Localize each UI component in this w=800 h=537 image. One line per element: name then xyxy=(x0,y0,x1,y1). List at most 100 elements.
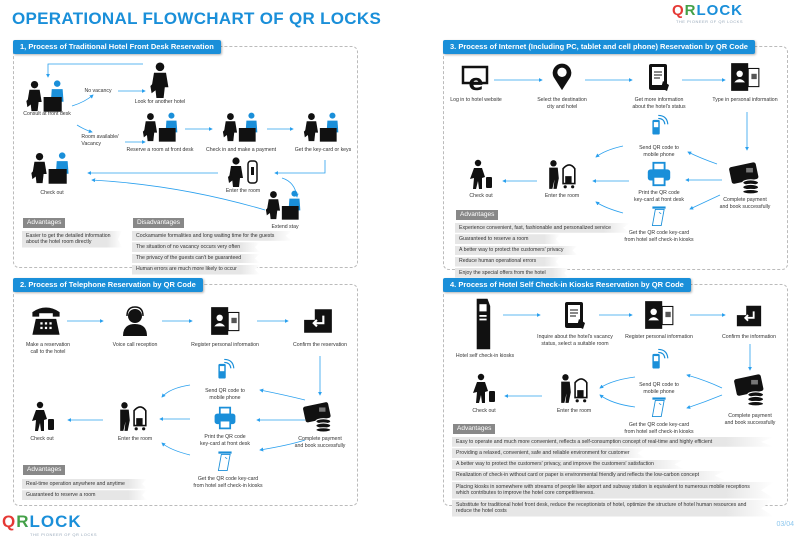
advantage-item: Experience convenient, fast, fashionable… xyxy=(455,223,630,233)
page-number: 03/04 xyxy=(776,521,794,528)
mobile-phone-icon xyxy=(214,357,236,381)
advantage-item: A better way to protect the customers' p… xyxy=(455,245,578,256)
advantages-list: Easy to operate and much more convenient… xyxy=(452,437,774,517)
id-card-icon xyxy=(209,305,241,337)
getkey-desk-icon xyxy=(302,112,344,144)
disadvantage-item: Cockamamie formalities and long waiting … xyxy=(132,231,292,241)
label-no-vacancy: No vacancy xyxy=(84,88,112,94)
label-look-another-hotel: Look for another hotel xyxy=(134,99,186,105)
brand-name: QRLOCK xyxy=(2,512,82,531)
disadvantage-item: The situation of no vacancy occurs very … xyxy=(132,242,260,252)
label-select-destination: Select the destination city and hotel xyxy=(537,97,587,110)
label-getkey: Get the key-card or keys xyxy=(294,147,352,153)
tablet-icon xyxy=(560,299,590,331)
checkout-desk-icon xyxy=(29,152,75,186)
label-send-qr: Send QR code to mobile phone xyxy=(639,145,679,158)
advantages-tag: Advantages xyxy=(23,218,66,228)
payment-icon xyxy=(728,160,762,194)
disadvantages-list: Cockamamie formalities and long waiting … xyxy=(132,231,292,275)
checkin-desk-icon xyxy=(221,112,263,144)
bellboy-icon xyxy=(546,158,578,190)
label-checkin: Check in and make a payment xyxy=(205,147,277,153)
keycard-icon xyxy=(648,396,670,418)
traveler-icon xyxy=(148,62,172,98)
label-enter-room: Enter the room xyxy=(544,193,580,199)
label-checkout: Check out xyxy=(469,193,493,199)
label-payment: Complete payment and book successfully xyxy=(294,436,346,449)
disadvantage-item: Human errors are much more likely to occ… xyxy=(132,264,260,275)
confirm-icon xyxy=(302,305,334,337)
advantage-item: Easy to operate and much more convenient… xyxy=(452,437,774,447)
disadvantages-tag: Disadvantages xyxy=(133,218,184,228)
printer-icon xyxy=(645,160,673,188)
label-enter-room: Enter the room xyxy=(556,408,592,414)
checkout-traveler-icon xyxy=(466,158,496,190)
label-payment: Complete payment and book successfully xyxy=(724,413,776,426)
brand-tagline: THE PIONEER OF QR LOCKS xyxy=(30,532,98,537)
label-get-info: Get more information about the hotel's s… xyxy=(632,97,686,110)
advantage-item: Realization of check-in without card or … xyxy=(452,470,726,481)
advantage-item: Real-time operation anywhere and anytime xyxy=(22,479,147,489)
id-card-icon xyxy=(643,299,675,331)
advantages-list: Real-time operation anywhere and anytime… xyxy=(22,479,147,500)
label-enter-room: Enter the room xyxy=(225,188,261,194)
advantage-item: Placing kiosks in somewhere with streams… xyxy=(452,482,774,499)
label-get-keycard: Get the QR code key-card from hotel self… xyxy=(193,476,263,489)
label-consult: Consult at front desk xyxy=(23,111,71,117)
advantages-tag: Advantages xyxy=(23,465,66,475)
label-send-qr: Send QR code to mobile phone xyxy=(205,388,245,401)
keycard-icon xyxy=(648,205,670,227)
payment-icon xyxy=(733,372,767,406)
id-card-icon xyxy=(729,61,761,93)
headset-icon xyxy=(120,305,150,337)
label-get-keycard: Get the QR code key-card from hotel self… xyxy=(624,230,694,243)
enter-room-door-icon xyxy=(226,157,260,187)
label-login: Log in to hotel website xyxy=(450,97,502,103)
advantage-item: Substitute for traditional hotel front d… xyxy=(452,500,774,517)
keycard-icon xyxy=(214,450,236,472)
label-checkout: Check out xyxy=(30,436,54,442)
section-2-title: 2. Process of Telephone Reservation by Q… xyxy=(13,278,203,292)
bellboy-icon xyxy=(558,372,590,404)
advantages-tag: Advantages xyxy=(456,210,499,220)
bellboy-icon xyxy=(117,400,149,432)
label-send-qr: Send QR code to mobile phone xyxy=(639,382,679,395)
mobile-phone-icon xyxy=(648,345,670,373)
label-make-call: Make a reservation call to the hotel xyxy=(25,342,71,355)
mobile-phone-icon xyxy=(648,112,670,138)
label-print-qr: Print the QR code key-card at front desk xyxy=(200,434,250,447)
payment-icon xyxy=(302,400,334,432)
section-3-title: 3. Process of Internet (Including PC, ta… xyxy=(443,40,755,54)
label-vacancy: Room available/ Vacancy xyxy=(81,134,119,147)
label-kiosk-device: Hotel self check-in kiosks xyxy=(455,353,515,359)
label-confirm: Confirm the reservation xyxy=(293,342,347,348)
checkout-traveler-icon xyxy=(28,400,58,432)
advantage-item: Guaranteed to reserve a room xyxy=(455,234,560,244)
label-register: Register personal information xyxy=(625,334,693,340)
kiosk-device-icon xyxy=(473,297,493,351)
section-4-title: 4. Process of Hotel Self Check-in Kiosks… xyxy=(443,278,691,292)
label-confirm: Confirm the information xyxy=(722,334,776,340)
advantages-tag: Advantages xyxy=(453,424,496,434)
tablet-icon xyxy=(644,61,674,93)
label-register: Register personal information xyxy=(191,342,259,348)
label-extend-stay: Extend stay xyxy=(271,224,299,230)
label-checkout: Check out xyxy=(40,190,64,196)
advantage-item: Providing a relaxed, convenient, safe an… xyxy=(452,448,646,458)
extend-stay-desk-icon xyxy=(264,190,306,222)
advantage-item: A better way to protect the customers' p… xyxy=(452,459,684,470)
reserve-desk-icon xyxy=(141,112,183,144)
label-payment: Complete payment and book successfully xyxy=(719,197,771,210)
map-pin-icon xyxy=(548,61,576,93)
telephone-icon xyxy=(29,303,63,337)
advantage-item: Enjoy the special offers from the hotel xyxy=(455,268,569,278)
advantage-item: Easier to get the detailed information a… xyxy=(22,231,122,248)
page-title: OPERATIONAL FLOWCHART OF QR LOCKS xyxy=(12,9,382,28)
advantage-item: Reduce human operational errors xyxy=(455,256,560,267)
advantage-item: Guaranteed to reserve a room xyxy=(22,490,147,500)
advantages-list: Experience convenient, fast, fashionable… xyxy=(455,223,630,278)
checkout-traveler-icon xyxy=(469,372,499,404)
label-inquire: Inquire about the hotel's vacancy status… xyxy=(537,334,613,347)
